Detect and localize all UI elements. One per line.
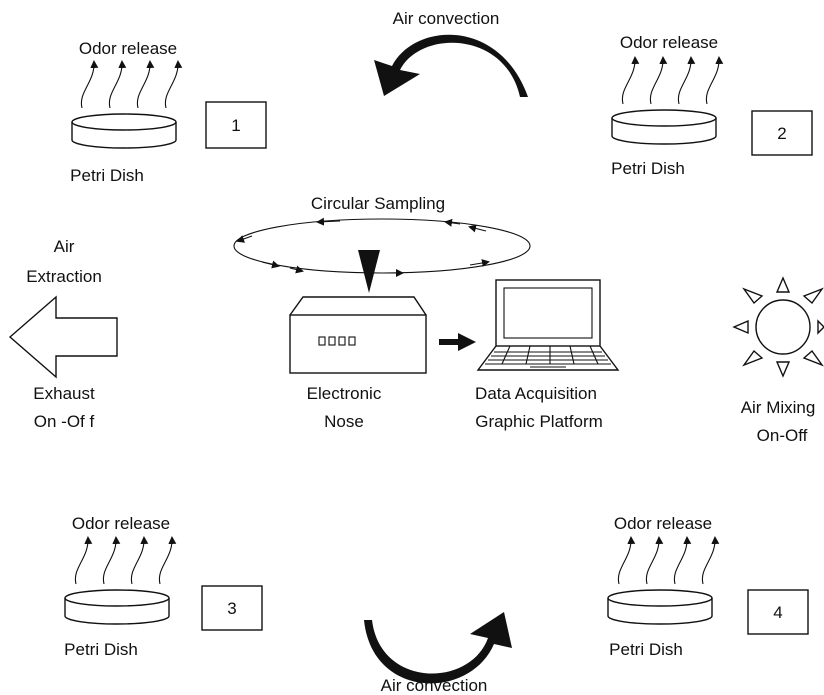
dish-group-4: Odor release 4 Petri Dish bbox=[607, 514, 809, 659]
odor-arrows-icon bbox=[621, 56, 724, 105]
data-flow-arrow-icon bbox=[439, 333, 476, 351]
data-acquisition-label-line2: Graphic Platform bbox=[475, 412, 603, 431]
dish-group-2: Odor release 2 Petri Dish bbox=[611, 33, 813, 178]
air-extraction-label-line2: Extraction bbox=[26, 267, 102, 286]
odor-release-label: Odor release bbox=[72, 514, 170, 533]
exhaust-label-line2: On -Of f bbox=[34, 412, 95, 431]
dish-number-box bbox=[205, 101, 267, 149]
air-mixing-label-line2: On-Off bbox=[757, 426, 808, 445]
air-convection-top-label: Air convection bbox=[393, 9, 500, 28]
dish-number-box bbox=[747, 589, 809, 635]
odor-arrows-icon bbox=[74, 536, 177, 585]
petri-dish-label: Petri Dish bbox=[611, 159, 685, 178]
odor-release-label: Odor release bbox=[614, 514, 712, 533]
data-acquisition-label-line1: Data Acquisition bbox=[475, 384, 597, 403]
petri-dish-label: Petri Dish bbox=[64, 640, 138, 659]
dish-number-box bbox=[751, 110, 813, 156]
curved-arrow-icon bbox=[374, 34, 528, 97]
odor-release-label: Odor release bbox=[79, 39, 177, 58]
electronic-nose-label-line2: Nose bbox=[324, 412, 364, 431]
air-extraction-label-line1: Air bbox=[54, 237, 75, 256]
air-mixing-fan-icon bbox=[732, 276, 824, 378]
dish-number: 1 bbox=[231, 116, 240, 135]
air-mixing-label-line1: Air Mixing bbox=[741, 398, 816, 417]
exhaust-label-line1: Exhaust bbox=[33, 384, 95, 403]
electronic-nose-label-line1: Electronic bbox=[307, 384, 382, 403]
odor-release-label: Odor release bbox=[620, 33, 718, 52]
dish-number: 2 bbox=[777, 124, 786, 143]
petri-dish-icon bbox=[64, 589, 170, 625]
dish-group-1: Odor release 1 Petri Dish bbox=[70, 39, 267, 185]
sampling-probe-icon bbox=[358, 250, 380, 293]
air-convection-bottom-label: Air convection bbox=[381, 676, 488, 695]
petri-dish-icon bbox=[607, 589, 713, 625]
dish-number: 4 bbox=[773, 603, 782, 622]
petri-dish-label: Petri Dish bbox=[609, 640, 683, 659]
exhaust-arrow-icon bbox=[8, 295, 118, 379]
curved-arrow-icon bbox=[364, 612, 512, 684]
petri-dish-label: Petri Dish bbox=[70, 166, 144, 185]
electronic-nose-icon bbox=[289, 296, 427, 374]
petri-dish-icon bbox=[71, 113, 177, 149]
dish-number-box bbox=[201, 585, 263, 631]
circular-sampling-label: Circular Sampling bbox=[311, 194, 445, 213]
petri-dish-icon bbox=[611, 109, 717, 145]
dish-group-3: Odor release 3 Petri Dish bbox=[64, 514, 263, 659]
odor-arrows-icon bbox=[80, 60, 183, 109]
laptop-icon bbox=[476, 279, 620, 371]
dish-number: 3 bbox=[227, 599, 236, 618]
odor-arrows-icon bbox=[617, 536, 720, 585]
circular-sampling-loop bbox=[233, 217, 531, 277]
